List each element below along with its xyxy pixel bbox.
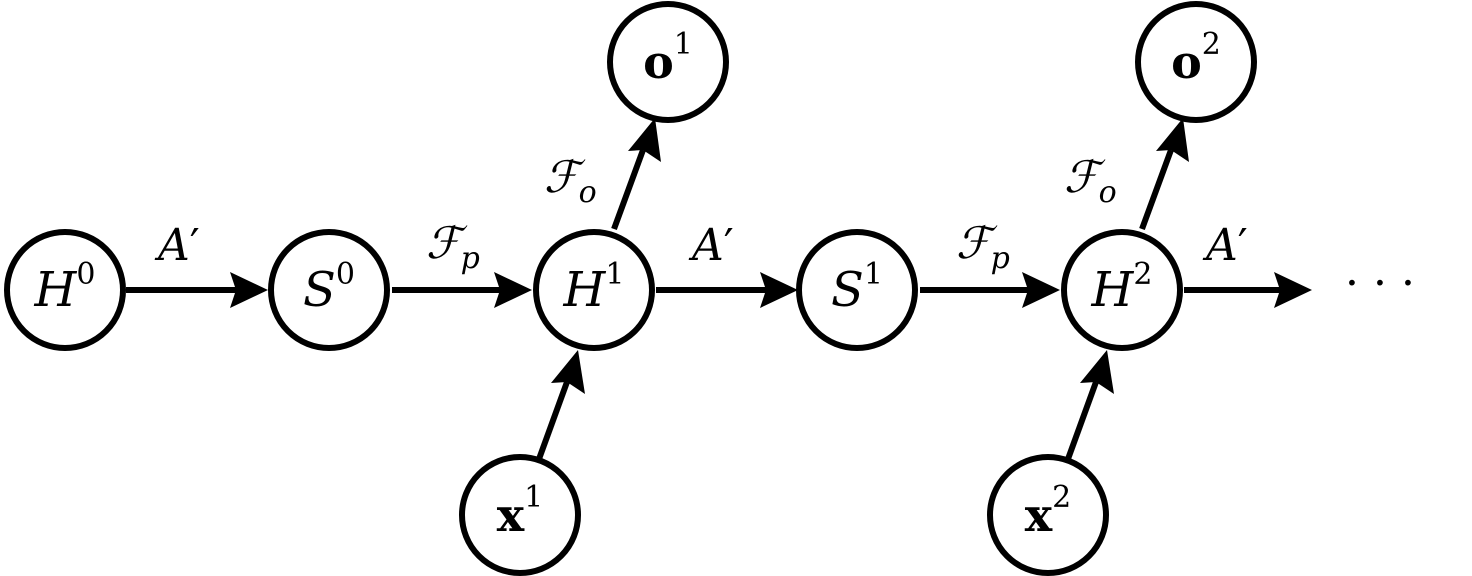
svg-text:x2: x2	[1025, 480, 1072, 542]
edge-label-fo-1: ℱo	[544, 152, 597, 210]
edge-h0-s0	[126, 272, 268, 308]
svg-text:x1: x1	[497, 480, 544, 542]
node-x2: x2	[987, 454, 1109, 576]
continuation-ellipsis: · · ·	[1345, 258, 1415, 309]
svg-text:o2: o2	[1171, 27, 1221, 89]
edge-label-a-prime-2: A′	[688, 220, 734, 271]
node-s1: S1	[796, 229, 918, 351]
svg-text:S1: S1	[831, 257, 883, 318]
svg-text:H0: H0	[34, 257, 96, 318]
edge-s0-h1	[392, 272, 532, 308]
edge-h1-o1	[611, 118, 661, 231]
node-h2: H2	[1061, 229, 1183, 351]
svg-text:S0: S0	[303, 257, 355, 318]
node-o2: o2	[1135, 1, 1257, 123]
edge-h1-s1	[656, 272, 798, 308]
node-h1: H1	[533, 229, 655, 351]
edge-h2-continuation	[1184, 272, 1312, 308]
edge-label-a-prime-1: A′	[154, 220, 200, 271]
edge-x2-h2	[1065, 350, 1114, 461]
edge-label-a-prime-3: A′	[1202, 220, 1248, 271]
edge-x1-h1	[536, 350, 585, 461]
edge-label-fp-2: ℱp	[956, 218, 1010, 276]
svg-text:o1: o1	[643, 27, 693, 89]
node-x1: x1	[459, 454, 581, 576]
edge-h2-o2	[1139, 118, 1189, 231]
edge-s1-h2	[920, 272, 1060, 308]
edge-label-fo-2: ℱo	[1064, 152, 1117, 210]
edge-label-fp-1: ℱp	[426, 218, 480, 276]
node-o1: o1	[607, 1, 729, 123]
node-h0: H0	[4, 229, 126, 351]
svg-text:H1: H1	[563, 257, 625, 318]
svg-text:H2: H2	[1091, 257, 1153, 318]
node-s0: S0	[268, 229, 390, 351]
